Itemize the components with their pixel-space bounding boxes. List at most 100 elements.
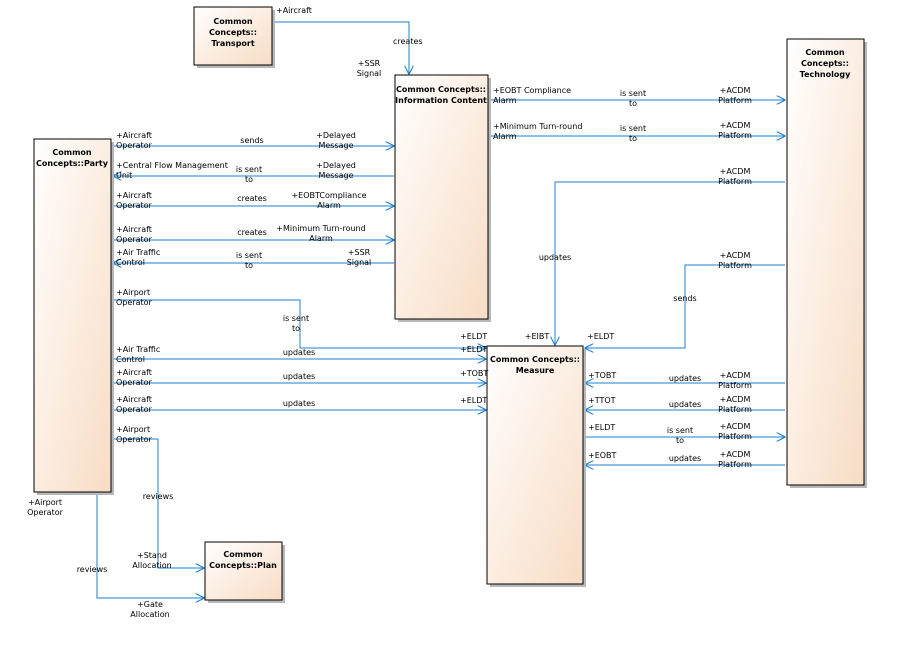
label-line: +Aircraft xyxy=(276,6,312,15)
class-title-line: Technology xyxy=(800,70,851,79)
label-line: to xyxy=(292,324,300,333)
label-line: updates xyxy=(669,454,701,463)
label-line: updates xyxy=(283,348,315,357)
label-eobt-3: +EOBT xyxy=(588,451,617,460)
label-line: sends xyxy=(240,136,263,145)
label-updates-4: updates xyxy=(669,374,701,383)
label-line: +Air Traffic xyxy=(116,345,160,354)
label-eldt-1: +ELDT xyxy=(460,332,487,341)
label-line: +Aircraft xyxy=(116,225,152,234)
conn-transport-creates[interactable] xyxy=(273,21,409,74)
label-line: +Minimum Turn-round xyxy=(276,224,365,233)
label-line: is sent xyxy=(620,124,646,133)
class-box-measure[interactable] xyxy=(486,345,584,585)
label-line: +ACDM xyxy=(720,86,751,95)
label-line: +ELDT xyxy=(587,332,614,341)
class-box-information-content[interactable] xyxy=(394,74,489,320)
label-line: creates xyxy=(237,194,267,203)
label-line: Operator xyxy=(116,298,153,307)
label-line: Unit xyxy=(116,171,132,180)
label-line: +Delayed xyxy=(316,131,356,140)
label-line: Platform xyxy=(718,432,752,441)
conn-tech-sends-measure[interactable] xyxy=(585,264,785,348)
label-line: is sent xyxy=(236,165,262,174)
label-updates-6: updates xyxy=(669,454,701,463)
label-line: Alarm xyxy=(317,201,341,210)
class-title-line: Measure xyxy=(516,366,555,375)
label-line: +ACDM xyxy=(720,121,751,130)
conn-apo-sent-eldt[interactable] xyxy=(113,299,486,348)
conn-party-reviews-gate[interactable] xyxy=(96,493,204,598)
label-line: +Aircraft xyxy=(116,191,152,200)
conn-tech-updates-measure[interactable] xyxy=(555,181,785,345)
label-tobt-2: +TOBT xyxy=(588,371,616,380)
label-line: +Aircraft xyxy=(116,131,152,140)
label-line: +EOBTCompliance xyxy=(291,191,366,200)
label-line: updates xyxy=(539,253,571,262)
label-line: Platform xyxy=(718,177,752,186)
label-line: Platform xyxy=(718,460,752,469)
label-line: Platform xyxy=(718,96,752,105)
label-line: Message xyxy=(318,141,353,150)
label-line: +EOBT xyxy=(588,451,617,460)
label-line: +TOBT xyxy=(460,369,488,378)
label-line: is sent xyxy=(236,251,262,260)
label-line: +Minimum Turn-round xyxy=(493,122,582,131)
class-title-line: Common xyxy=(805,48,845,57)
label-eldt-2: +ELDT xyxy=(460,345,487,354)
label-sends-tech: sends xyxy=(673,294,696,303)
label-line: sends xyxy=(673,294,696,303)
class-box-transport[interactable] xyxy=(193,6,273,66)
label-line: +EIBT xyxy=(525,332,550,341)
label-line: Signal xyxy=(347,258,372,267)
label-line: updates xyxy=(283,399,315,408)
class-title-line: Common Concepts:: xyxy=(490,355,580,364)
class-box-plan[interactable] xyxy=(204,541,283,601)
conn-apo-reviews-stand[interactable] xyxy=(113,438,204,568)
label-eibt: +EIBT xyxy=(525,332,550,341)
label-line: +ELDT xyxy=(460,396,487,405)
label-line: Platform xyxy=(718,261,752,270)
label-line: +SSR xyxy=(358,59,381,68)
label-line: +ELDT xyxy=(460,332,487,341)
label-line: Alarm xyxy=(493,132,517,141)
label-line: is sent xyxy=(620,89,646,98)
label-tobt-1: +TOBT xyxy=(460,369,488,378)
class-title-line: Common xyxy=(213,17,253,26)
class-title-measure: Common Concepts::Measure xyxy=(490,355,580,375)
label-line: Message xyxy=(318,171,353,180)
label-updates-5: updates xyxy=(669,400,701,409)
label-line: +Gate xyxy=(137,600,163,609)
class-box-technology[interactable] xyxy=(786,38,865,486)
label-line: +ACDM xyxy=(720,422,751,431)
label-line: creates xyxy=(237,228,267,237)
label-line: to xyxy=(629,99,637,108)
label-line: +Delayed xyxy=(316,161,356,170)
label-line: Alarm xyxy=(493,96,517,105)
class-title-line: Information Content xyxy=(395,96,487,105)
label-line: +Central Flow Management xyxy=(116,161,228,170)
label-line: +ELDT xyxy=(460,345,487,354)
label-line: Operator xyxy=(116,201,153,210)
class-title-line: Common xyxy=(52,148,92,157)
label-creates-1: creates xyxy=(393,37,423,46)
class-box-party[interactable] xyxy=(33,138,112,493)
